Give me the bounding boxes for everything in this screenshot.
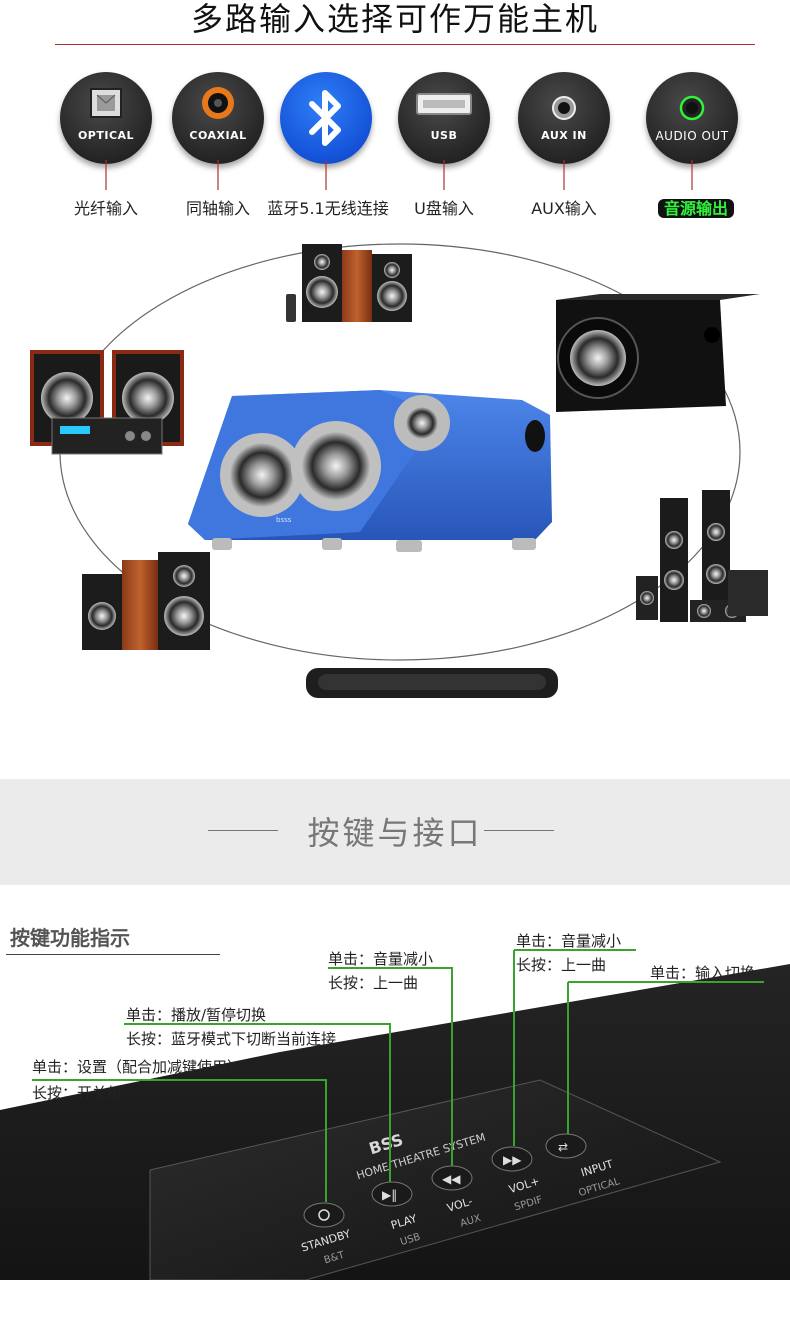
- section-title: 按键与接口: [307, 814, 483, 852]
- note-volminus-click: 单击：音量减小: [328, 950, 434, 968]
- bluetooth-icon: [280, 72, 372, 164]
- wooden-speakers-bottom-left: [82, 552, 210, 650]
- page-title: 多路输入选择可作万能主机: [190, 0, 599, 38]
- note-volplus-click: 单击：音量减小: [516, 932, 622, 950]
- caption-optical: 光纤输入: [73, 199, 138, 218]
- optical-port-icon: OPTICAL: [60, 72, 152, 164]
- note-volminus-hold: 长按：上一曲: [328, 974, 419, 992]
- usb-port-icon: USB: [398, 72, 490, 164]
- soundbar-bottom: [306, 668, 558, 698]
- note-play-click: 单击：播放/暂停切换: [126, 1006, 267, 1024]
- note-input-click: 单击：输入切换: [650, 964, 756, 982]
- optical-label: OPTICAL: [77, 129, 135, 142]
- title-divider: [55, 44, 755, 45]
- port-connectors: [105, 160, 693, 190]
- note-standby-click: 单击：设置（配合加减键使用）: [32, 1058, 243, 1076]
- coaxial-label: COAXIAL: [189, 129, 247, 142]
- key-heading-rule: [6, 954, 220, 955]
- next-icon: ▶▶: [503, 1153, 522, 1167]
- speaker-logo: bsss: [276, 516, 292, 524]
- coaxial-port-icon: COAXIAL: [172, 72, 264, 164]
- usb-label: USB: [430, 129, 458, 142]
- standby-button[interactable]: [303, 1202, 345, 1228]
- previous-icon: ◀◀: [442, 1172, 461, 1186]
- vol-plus-button[interactable]: ▶▶: [491, 1146, 533, 1172]
- key-functions-heading: 按键功能指示: [10, 926, 130, 950]
- subwoofer-top-right: [556, 294, 760, 412]
- input-button[interactable]: ⇄: [545, 1133, 587, 1159]
- power-icon: [318, 1209, 330, 1221]
- karaoke-speakers-left: [30, 350, 184, 455]
- audio-out-port-icon: AUDIO OUT: [646, 72, 738, 164]
- bsss-blue-speaker: bsss: [188, 390, 552, 552]
- speaker-compatibility-ring: bsss: [30, 243, 768, 698]
- aux-in-label: AUX IN: [541, 129, 587, 142]
- audio-out-label: AUDIO OUT: [655, 129, 729, 143]
- play-pause-button[interactable]: ▶‖: [371, 1181, 413, 1207]
- bookshelf-speakers-top: [286, 244, 412, 322]
- section-band: [0, 779, 790, 885]
- input-switch-icon: ⇄: [558, 1140, 568, 1154]
- caption-audio-out: 音源输出: [657, 199, 734, 218]
- band-line-right: [484, 830, 554, 831]
- note-standby-hold: 长按：开关机: [32, 1084, 123, 1102]
- aux-in-port-icon: AUX IN: [518, 72, 610, 164]
- caption-aux: AUX输入: [531, 199, 597, 218]
- note-volplus-hold: 长按：上一曲: [516, 956, 607, 974]
- callout-lines: [32, 949, 764, 1202]
- play-pause-icon: ▶‖: [382, 1188, 397, 1202]
- note-play-hold: 长按：蓝牙模式下切断当前连接: [126, 1030, 337, 1048]
- caption-bluetooth: 蓝牙5.1无线连接: [267, 199, 389, 218]
- vol-minus-button[interactable]: ◀◀: [431, 1165, 473, 1191]
- control-panel-scene: BSS HOME THEATRE SYSTEM ▶‖ ◀◀ ▶▶ ⇄ STAND…: [0, 949, 790, 1280]
- caption-usb: U盘输入: [414, 199, 474, 218]
- home-theater-right: [636, 490, 768, 622]
- band-line-left: [208, 830, 278, 831]
- caption-coaxial: 同轴输入: [185, 199, 250, 218]
